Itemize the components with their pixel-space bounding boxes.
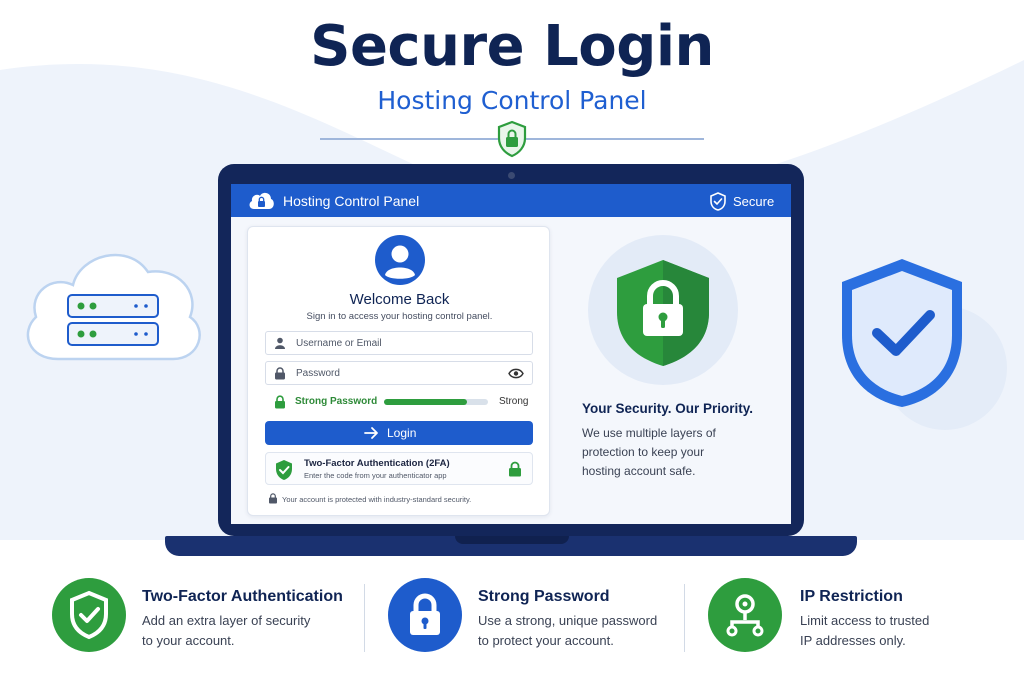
sign-in-text: Sign in to access your hosting control p… [306, 311, 493, 322]
page-subtitle: Hosting Control Panel [377, 86, 647, 115]
feature-line: Limit access to trusted [800, 613, 930, 628]
welcome-heading: Welcome Back [349, 291, 450, 308]
user-icon [275, 337, 285, 349]
lock-icon [275, 367, 285, 380]
lock-icon [509, 461, 521, 477]
password-placeholder: Password [296, 368, 340, 379]
feature-line: Use a strong, unique password [478, 613, 658, 628]
security-description: We use multiple layers of protection to … [582, 424, 762, 481]
feature-description: Add an extra layer of security to your a… [142, 611, 352, 651]
divider-right [524, 138, 704, 140]
cloud-server-icon [26, 253, 201, 361]
security-line: protection to keep your [582, 445, 705, 459]
feature-divider [364, 584, 365, 652]
lock-icon [269, 493, 277, 504]
shield-check-icon [710, 192, 726, 211]
laptop-screen: Hosting Control Panel Secure Welcome Bac… [231, 184, 791, 524]
password-strength: Strong Password Strong [265, 394, 533, 410]
protection-text: Your account is protected with industry-… [282, 495, 472, 504]
protection-note: Your account is protected with industry-… [268, 493, 538, 507]
password-input[interactable]: Password [265, 361, 533, 385]
tfa-subtitle: Enter the code from your authenticator a… [304, 471, 447, 480]
laptop-notch [455, 536, 569, 544]
laptop-base [165, 536, 857, 556]
username-input[interactable]: Username or Email [265, 331, 533, 355]
arrow-right-icon [364, 427, 378, 439]
username-placeholder: Username or Email [296, 338, 382, 349]
feature-line: to your account. [142, 633, 235, 648]
feature-title: IP Restriction [800, 588, 903, 605]
login-button-label: Login [387, 426, 417, 440]
user-avatar-icon [375, 235, 425, 285]
network-icon [708, 578, 782, 652]
feature-title: Two-Factor Authentication [142, 588, 343, 605]
feature-line: IP addresses only. [800, 633, 906, 648]
shield-lock-icon [497, 120, 527, 158]
shield-check-icon [842, 259, 1007, 430]
lock-icon [275, 395, 285, 409]
divider-left [320, 138, 500, 140]
feature-line: Add an extra layer of security [142, 613, 311, 628]
feature-description: Limit access to trusted IP addresses onl… [800, 611, 1010, 651]
shield-check-icon [52, 578, 126, 652]
security-line: hosting account safe. [582, 464, 696, 478]
app-title: Hosting Control Panel [283, 193, 420, 209]
security-line: We use multiple layers of [582, 426, 716, 440]
security-heading: Your Security. Our Priority. [582, 401, 754, 416]
strength-label: Strong Password [295, 396, 378, 407]
eye-icon[interactable] [508, 368, 524, 379]
secure-status: Secure [733, 194, 775, 209]
login-card: Welcome Back Sign in to access your host… [247, 226, 550, 516]
page-title: Secure Login [310, 14, 714, 79]
strength-value: Strong [499, 396, 529, 407]
shield-check-icon [276, 460, 292, 480]
feature-line: to protect your account. [478, 633, 614, 648]
feature-description: Use a strong, unique password to protect… [478, 611, 688, 651]
login-button[interactable]: Login [265, 421, 533, 445]
strength-meter-fill [384, 399, 468, 405]
tfa-title: Two-Factor Authentication (2FA) [304, 458, 450, 469]
app-header: Hosting Control Panel Secure [231, 184, 791, 217]
webcam [508, 172, 515, 179]
strength-meter [384, 399, 488, 405]
two-factor-box[interactable]: Two-Factor Authentication (2FA) Enter th… [265, 452, 533, 485]
shield-lock-icon [617, 260, 709, 366]
feature-title: Strong Password [478, 588, 610, 605]
padlock-icon [388, 578, 462, 652]
feature-divider [684, 584, 685, 652]
cloud-lock-icon [249, 192, 274, 209]
